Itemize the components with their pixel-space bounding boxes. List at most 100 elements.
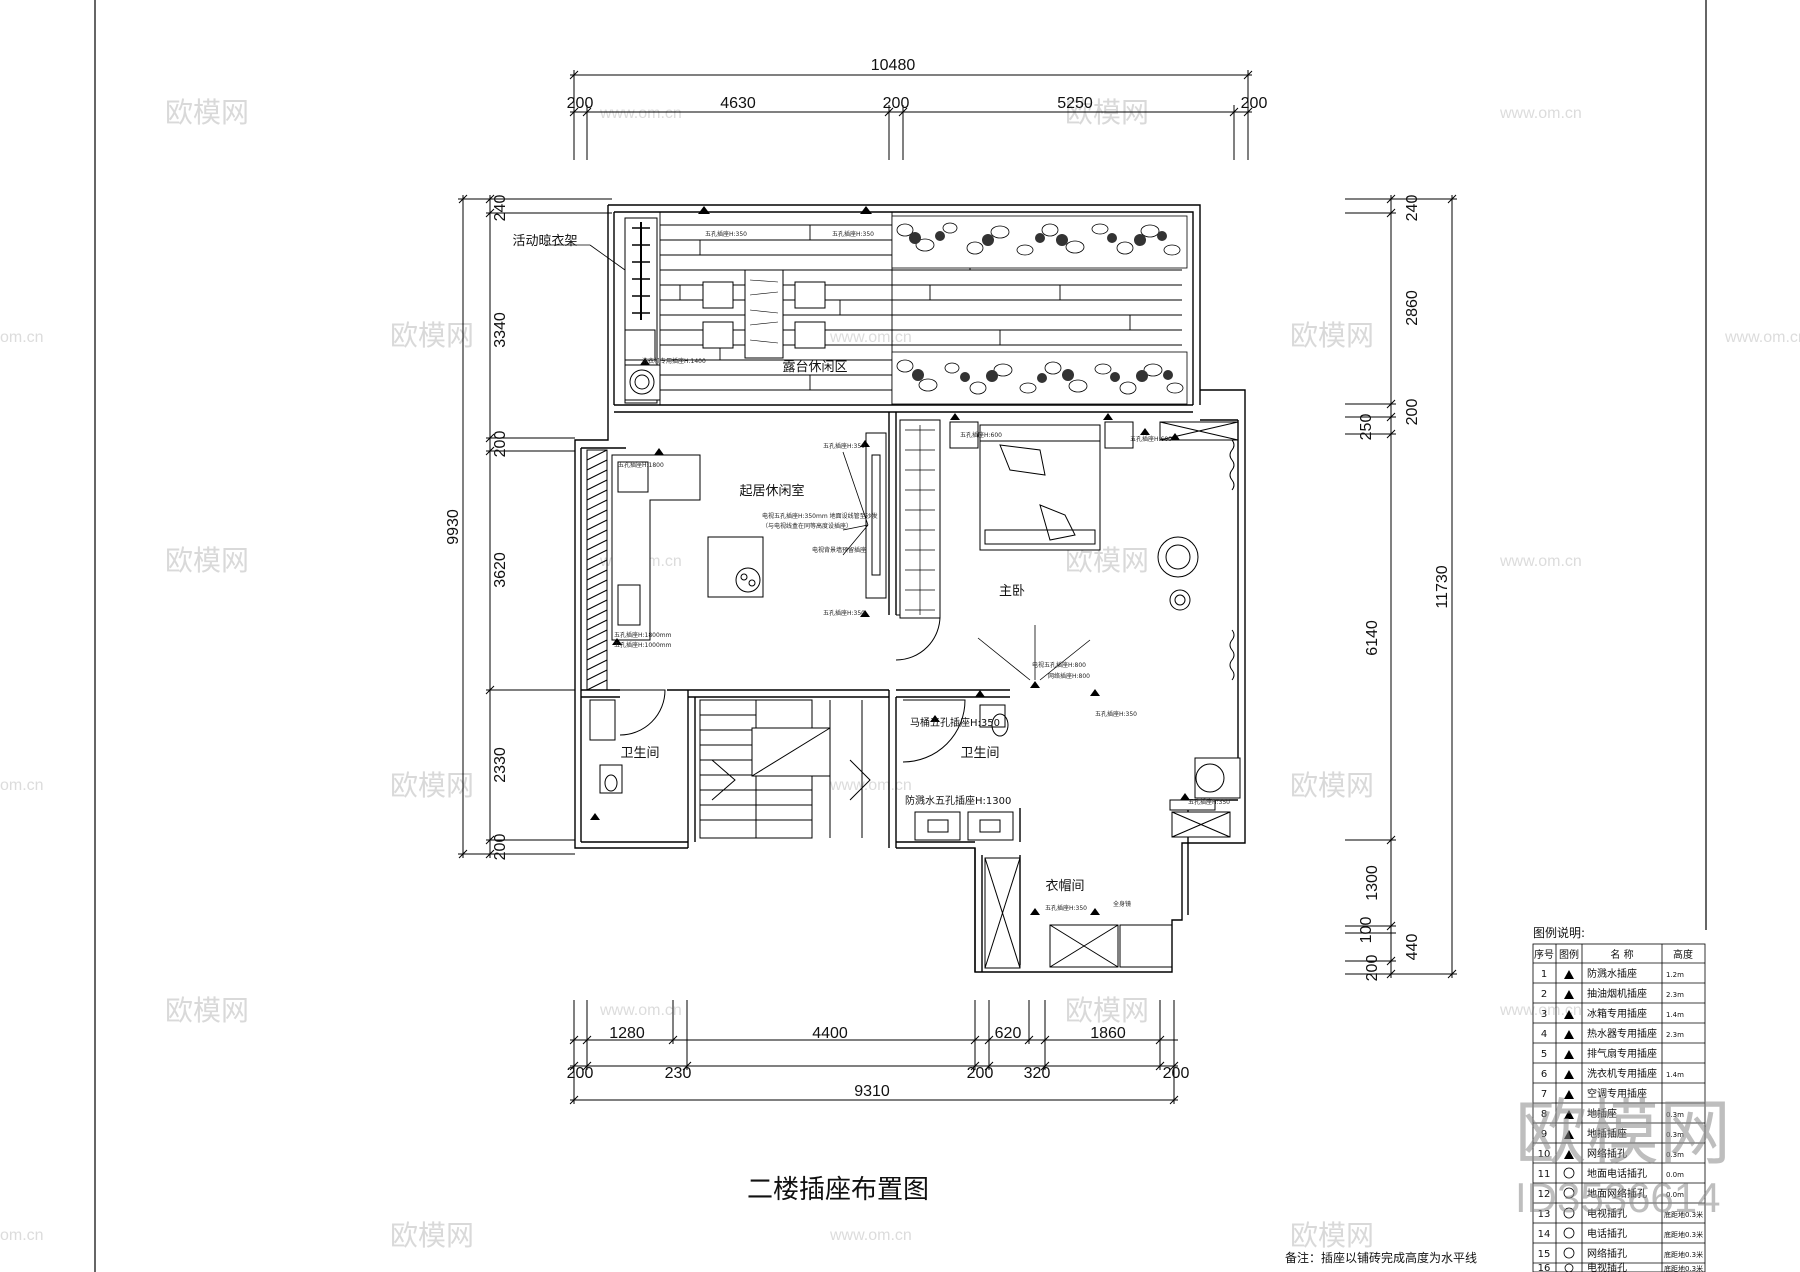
dim-right-seg: 100 <box>1358 917 1375 944</box>
dim-bottom-lower: 200 <box>967 1065 994 1082</box>
dim-right-seg: 200 <box>1364 955 1381 982</box>
watermark-id: ID3536614 <box>1515 1174 1721 1221</box>
annotation: 五孔插座H:350 <box>823 442 865 450</box>
legend-no: 9 <box>1541 1129 1547 1140</box>
watermark-brand: 欧模网 <box>1065 994 1149 1027</box>
dim-right-seg: 2860 <box>1404 290 1421 326</box>
annotation: 电视五孔插座H:350mm 地面设线管至沙发 <box>762 512 878 520</box>
legend-no: 2 <box>1541 989 1547 1000</box>
dim-right-seg: 250 <box>1358 414 1375 441</box>
dim-left-seg: 200 <box>492 431 509 458</box>
watermark-url: www.om.cn <box>829 777 912 794</box>
annotation: 五孔插座H:600 <box>960 431 1002 439</box>
legend-name: 洗衣机专用插座 <box>1587 1067 1657 1080</box>
dimensions-right <box>1345 194 1457 979</box>
legend-name: 热水器专用插座 <box>1587 1027 1657 1040</box>
watermark-brand: 欧模网 <box>165 544 249 577</box>
legend-name: 地面电话插孔 <box>1587 1167 1647 1180</box>
watermark-url: om.cn <box>0 1227 44 1244</box>
watermark-url: www.om.cn <box>1499 1002 1582 1019</box>
watermark-layer: 欧模网 欧模网 欧模网 欧模网 欧模网 欧模网 欧模网 欧模网 欧模网 欧模网 … <box>0 96 1800 1252</box>
legend-height: 0.0m <box>1666 1171 1684 1179</box>
annotation: 五孔插座H:350 <box>1095 710 1137 718</box>
dim-right-seg: 440 <box>1404 934 1421 961</box>
legend-height: 底距地0.3米 <box>1664 1250 1703 1259</box>
dim-left-seg: 240 <box>492 195 509 222</box>
legend-no: 15 <box>1538 1249 1551 1260</box>
annotation: 五孔插座H:600 <box>1130 435 1172 443</box>
watermark-url: www.om.cn <box>599 105 682 122</box>
legend-name: 网络插孔 <box>1587 1147 1627 1160</box>
leader-lines <box>545 244 1091 681</box>
legend-height: 1.4m <box>1666 1071 1684 1079</box>
legend-height: 1.2m <box>1666 971 1684 979</box>
watermark-url: www.om.cn <box>599 1002 682 1019</box>
watermark-url: www.om.cn <box>829 1227 912 1244</box>
annotation: 五孔插座H:350 <box>823 609 865 617</box>
dim-right-total: 11730 <box>1434 565 1451 608</box>
watermark-brand: 欧模网 <box>1290 769 1374 802</box>
drawing-title: 二楼插座布置图 <box>747 1175 929 1205</box>
dim-left-total: 9930 <box>445 509 462 545</box>
dim-left-seg: 2330 <box>492 747 509 783</box>
legend-height: 0.3m <box>1666 1151 1684 1159</box>
dim-top-seg: 200 <box>1241 95 1268 112</box>
dimensions-bottom <box>569 1000 1179 1105</box>
room-label-bath-right: 卫生间 <box>960 746 999 761</box>
annotation: 电视背景墙预留插座 <box>812 546 866 554</box>
master-bedroom <box>899 419 1241 838</box>
dim-bottom-total: 9310 <box>854 1083 890 1100</box>
legend-title: 图例说明: <box>1533 925 1585 940</box>
legend-no: 12 <box>1538 1189 1551 1200</box>
annotation: 五孔插座H:350 <box>1045 904 1087 912</box>
annotation: 五孔插座H:1800mm <box>614 631 672 639</box>
legend-no: 4 <box>1541 1029 1547 1040</box>
bathrooms <box>589 689 1173 969</box>
legend-no: 7 <box>1541 1089 1547 1100</box>
dim-top-total: 10480 <box>871 57 916 74</box>
legend-height: 0.0m <box>1666 1191 1684 1199</box>
room-label-living: 起居休闲室 <box>739 483 804 499</box>
dim-bottom-upper: 620 <box>995 1025 1022 1042</box>
annotation: 洗衣机专用插座H:1400 <box>642 357 706 365</box>
watermark-brand: 欧模网 <box>390 319 474 352</box>
annotation: 全身镜 <box>1113 900 1131 908</box>
annotation: （与电视线盒在同等高度设插座） <box>762 522 852 530</box>
annotation: 防溅水五孔插座H:1300 <box>905 794 1011 807</box>
legend-name: 排气扇专用插座 <box>1587 1047 1657 1060</box>
watermark-logo: 欧模网 <box>1515 1091 1731 1175</box>
legend-no: 13 <box>1538 1209 1551 1220</box>
annotation: 五孔插座H:1800 <box>618 461 664 469</box>
watermark-brand: 欧模网 <box>390 1219 474 1252</box>
legend-name: 冰箱专用插座 <box>1587 1007 1647 1020</box>
footnote: 备注：插座以铺砖完成高度为水平线 <box>1285 1250 1477 1265</box>
legend-icons <box>1564 970 1574 1159</box>
label-drying-rack: 活动晾衣架 <box>512 233 577 249</box>
watermark-brand: 欧模网 <box>165 994 249 1027</box>
walls <box>574 204 1246 973</box>
dim-right-seg: 200 <box>1404 399 1421 426</box>
legend-no: 14 <box>1538 1229 1551 1240</box>
annotation: 网络插座H:800 <box>1048 672 1090 680</box>
room-label-master: 主卧 <box>999 584 1025 599</box>
legend-name: 地面网络插孔 <box>1587 1187 1647 1200</box>
socket-annotations: 五孔插座H:350 五孔插座H:350 洗衣机专用插座H:1400 五孔插座H:… <box>614 230 1230 912</box>
dim-top-seg: 200 <box>883 95 910 112</box>
legend-no: 5 <box>1541 1049 1547 1060</box>
room-label-closet: 衣帽间 <box>1045 878 1084 894</box>
legend-height: 0.3m <box>1666 1111 1684 1119</box>
legend-height: 底距地0.3米 <box>1664 1210 1703 1219</box>
watermark-brand: 欧模网 <box>390 769 474 802</box>
dim-right-seg: 1300 <box>1364 865 1381 901</box>
dim-left-seg: 3340 <box>492 312 509 348</box>
legend-name: 地插座 <box>1587 1107 1617 1120</box>
legend-height: 0.3m <box>1666 1131 1684 1139</box>
legend-no: 3 <box>1541 1009 1547 1020</box>
watermark-url: om.cn <box>0 329 44 346</box>
watermark-brand: 欧模网 <box>165 96 249 129</box>
annotation: 五孔插座H:350 <box>705 230 747 238</box>
legend-height: 2.3m <box>1666 1031 1684 1039</box>
legend-height: 1.4m <box>1666 1011 1684 1019</box>
legend-height: 底距地0.3米 <box>1664 1264 1703 1272</box>
